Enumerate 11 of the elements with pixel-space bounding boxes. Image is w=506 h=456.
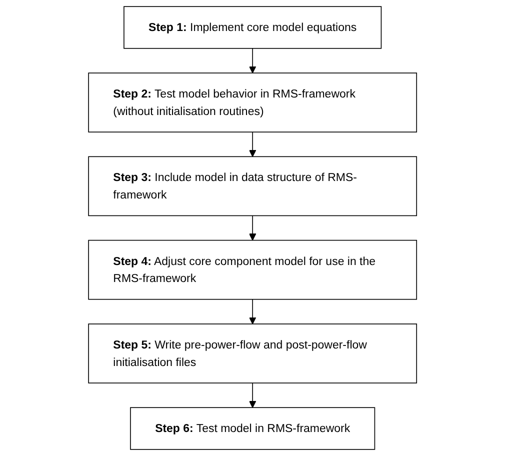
node-box: Step 6: Test model in RMS-framework: [130, 407, 376, 450]
arrow: [249, 215, 257, 241]
arrow: [249, 382, 257, 408]
node-box: Step 2: Test model behavior in RMS-framework (without initialisation routines): [88, 72, 418, 132]
node-box: Step 1: Implement core model equations: [124, 6, 382, 49]
arrow: [249, 132, 257, 157]
node-box: Step 3: Include model in data structure of RMS-framework: [88, 156, 418, 216]
node-box: Step 4: Adjust core component model for use in the RMS-framework: [88, 240, 418, 300]
arrow: [249, 48, 257, 74]
node-box: Step 5: Write pre-power-flow and post-power-flow initialisation files: [88, 324, 418, 384]
arrow: [249, 298, 257, 324]
